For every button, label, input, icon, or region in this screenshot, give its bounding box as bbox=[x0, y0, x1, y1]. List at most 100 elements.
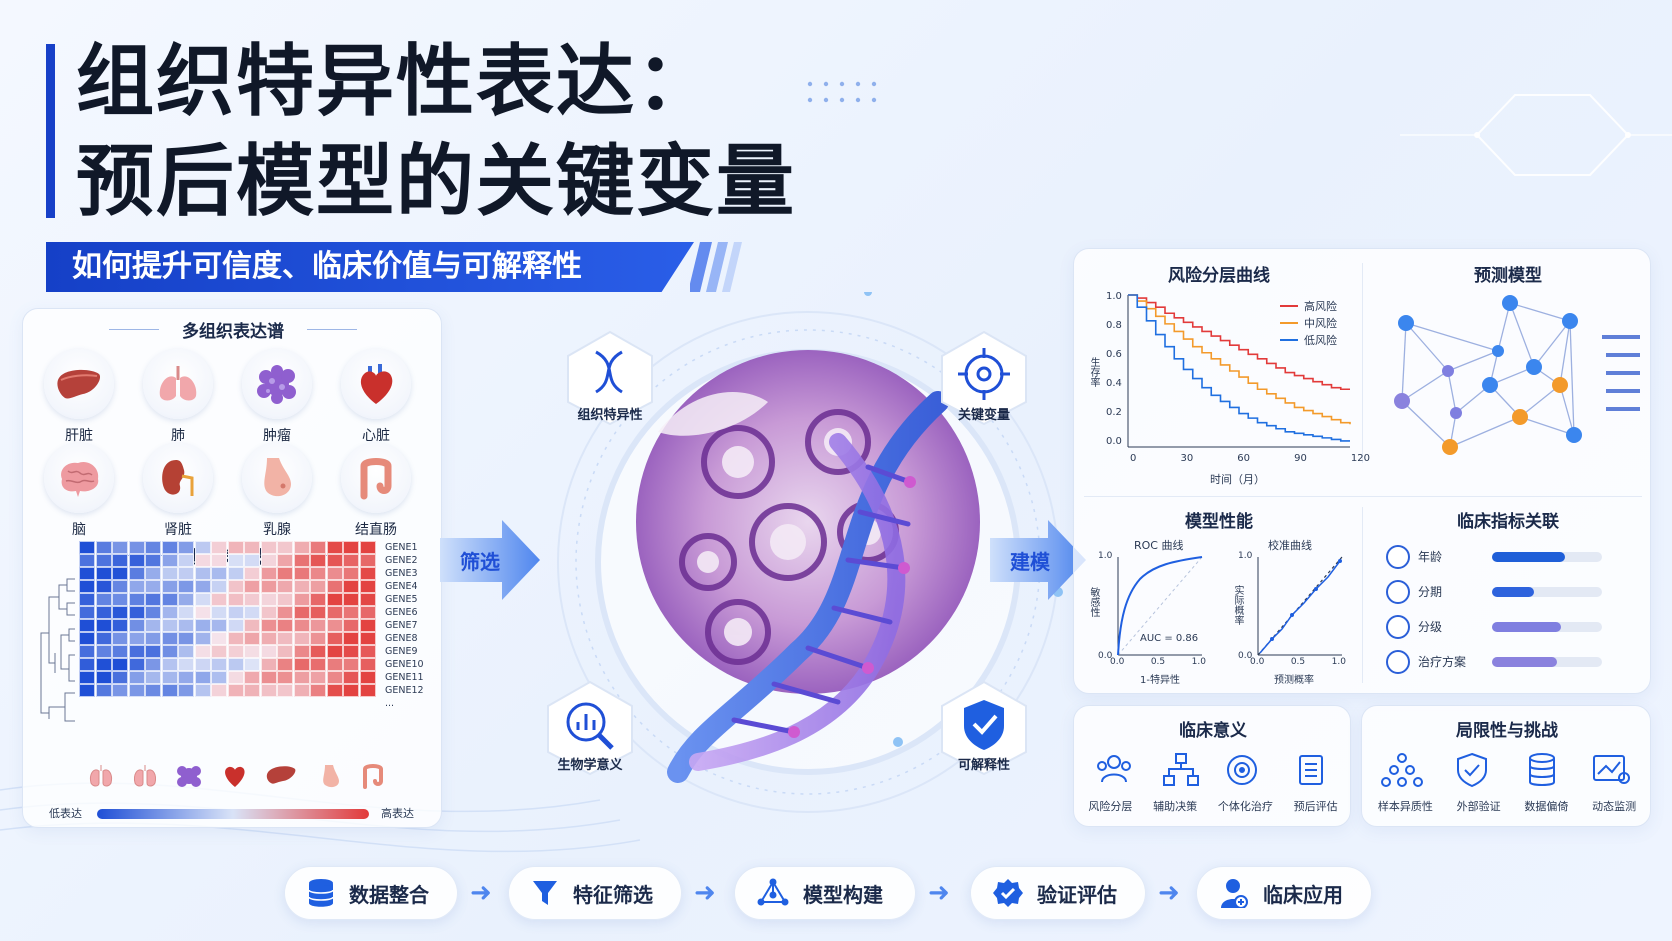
cal-xtick: 1.0 bbox=[1331, 657, 1346, 667]
km-ytick: 1.0 bbox=[1106, 291, 1122, 302]
significance-icons bbox=[1097, 753, 1323, 786]
km-curve-low bbox=[1128, 294, 1350, 442]
heatmap-cell bbox=[194, 541, 211, 554]
heatmap-cell bbox=[310, 554, 326, 567]
km-ytick: 0.6 bbox=[1106, 349, 1122, 360]
heatmap-cell bbox=[293, 567, 310, 580]
km-ylabel: 生存率 bbox=[1088, 357, 1099, 387]
gene-label: GENE1 bbox=[385, 542, 418, 553]
heatmap-cell bbox=[277, 619, 293, 632]
significance-title: 临床意义 bbox=[1179, 721, 1247, 741]
heatmap-cell bbox=[194, 645, 211, 658]
heatmap-cell bbox=[310, 671, 326, 684]
limitations-panel: 局限性与挑战 样本异质性 外部验证 数据偏倚 动态监测 bbox=[1361, 705, 1651, 827]
organ-label: 心脏 bbox=[362, 428, 390, 444]
heatmap-cell bbox=[194, 554, 211, 567]
doctor-icon bbox=[1221, 879, 1248, 908]
clinical-label: 年龄 bbox=[1418, 550, 1443, 564]
heatmap-cell bbox=[79, 554, 95, 567]
heatmap-cell bbox=[112, 632, 128, 645]
heatmap-cell bbox=[260, 671, 277, 684]
heatmap-cell bbox=[194, 684, 211, 697]
heatmap-cell bbox=[260, 684, 277, 697]
heatmap-cell bbox=[293, 619, 310, 632]
heatmap-cell bbox=[161, 606, 178, 619]
heatmap-cell bbox=[260, 606, 277, 619]
network-node bbox=[1442, 365, 1454, 377]
heatmap-cell bbox=[79, 645, 95, 658]
significance-item: 预后评估 bbox=[1293, 800, 1338, 813]
page-title: 组织特异性表达： 预后模型的关键变量 bbox=[76, 32, 796, 232]
heatmap-cell bbox=[211, 632, 227, 645]
organ-heart: 心脏 bbox=[328, 349, 424, 445]
heatmap-cell bbox=[79, 658, 95, 671]
calibration-xlabel: 预测概率 bbox=[1274, 675, 1314, 686]
heatmap-cell bbox=[293, 645, 310, 658]
heatmap-cell bbox=[260, 541, 277, 554]
organ-label: 肿瘤 bbox=[263, 428, 291, 444]
heatmap-cell bbox=[161, 632, 178, 645]
heatmap-cell bbox=[343, 593, 359, 606]
clinical-bar-fill bbox=[1492, 656, 1557, 667]
heatmap-cell bbox=[244, 567, 260, 580]
organ-label: 肺 bbox=[171, 428, 185, 444]
limitations-labels: 样本异质性 外部验证 数据偏倚 动态监测 bbox=[1366, 798, 1648, 814]
clinical-bars: 年龄分期分级治疗方案 bbox=[1386, 539, 1636, 679]
gene-label: GENE7 bbox=[385, 620, 418, 631]
target-person-icon bbox=[1227, 755, 1257, 785]
heatmap-cell bbox=[227, 580, 244, 593]
heatmap-cell bbox=[343, 632, 359, 645]
legend-low-risk: 低风险 bbox=[1304, 333, 1337, 347]
funnel-icon bbox=[533, 881, 557, 905]
heatmap-cell bbox=[260, 593, 277, 606]
gene-label: GENE2 bbox=[385, 555, 418, 566]
clinical-bar bbox=[1492, 621, 1602, 632]
heatmap-cell bbox=[227, 658, 244, 671]
km-xlabel: 时间（月） bbox=[1210, 473, 1265, 486]
heatmap-cell bbox=[293, 671, 310, 684]
organ-breast: 乳腺 bbox=[229, 443, 325, 539]
hex-badge-biology bbox=[547, 680, 633, 776]
heatmap-cell bbox=[293, 606, 310, 619]
hex-badge-tissue bbox=[567, 330, 653, 426]
heatmap-cell bbox=[227, 567, 244, 580]
heatmap-cell bbox=[310, 567, 326, 580]
clinical-row: 年龄 bbox=[1386, 539, 1636, 574]
km-curve-mid bbox=[1128, 294, 1351, 425]
heatmap-cell bbox=[95, 632, 112, 645]
heatmap-cell bbox=[227, 632, 244, 645]
heatmap-cell bbox=[79, 619, 95, 632]
organ-colorectum: 结直肠 bbox=[328, 443, 424, 539]
cal-xtick: 0.0 bbox=[1250, 657, 1265, 667]
legend-swatch-mid bbox=[1280, 321, 1298, 324]
heatmap-organ-icons bbox=[90, 764, 383, 789]
heatmap-cell bbox=[211, 593, 227, 606]
heatmap-cell bbox=[293, 684, 310, 697]
gene-label: GENE4 bbox=[385, 581, 418, 592]
km-xtick: 90 bbox=[1294, 453, 1307, 464]
heatmap-cell bbox=[244, 632, 260, 645]
heatmap-cell bbox=[359, 580, 376, 593]
dot-grid-decoration bbox=[807, 81, 877, 103]
heatmap-cell bbox=[194, 619, 211, 632]
heatmap-cell bbox=[161, 554, 178, 567]
clinical-label: 分期 bbox=[1418, 585, 1443, 599]
heatmap-cell bbox=[145, 632, 161, 645]
heatmap-cell bbox=[194, 606, 211, 619]
sample-dots-icon bbox=[1381, 753, 1423, 787]
heatmap-cell bbox=[161, 580, 178, 593]
heatmap-cell bbox=[260, 658, 277, 671]
cal-xtick: 0.5 bbox=[1290, 657, 1306, 667]
heatmap-cell bbox=[310, 684, 326, 697]
divider bbox=[1362, 263, 1363, 463]
pipeline-label: 验证评估 bbox=[1037, 882, 1117, 907]
heatmap-cell bbox=[293, 658, 310, 671]
heatmap-cell bbox=[112, 554, 128, 567]
heatmap-cell bbox=[343, 606, 359, 619]
heatmap-cell bbox=[293, 541, 310, 554]
heatmap-cell bbox=[79, 684, 95, 697]
organ-tumor: 肿瘤 bbox=[229, 349, 325, 445]
network-node bbox=[1566, 427, 1582, 443]
clinical-bar-fill bbox=[1492, 551, 1565, 562]
divider bbox=[1084, 496, 1642, 497]
